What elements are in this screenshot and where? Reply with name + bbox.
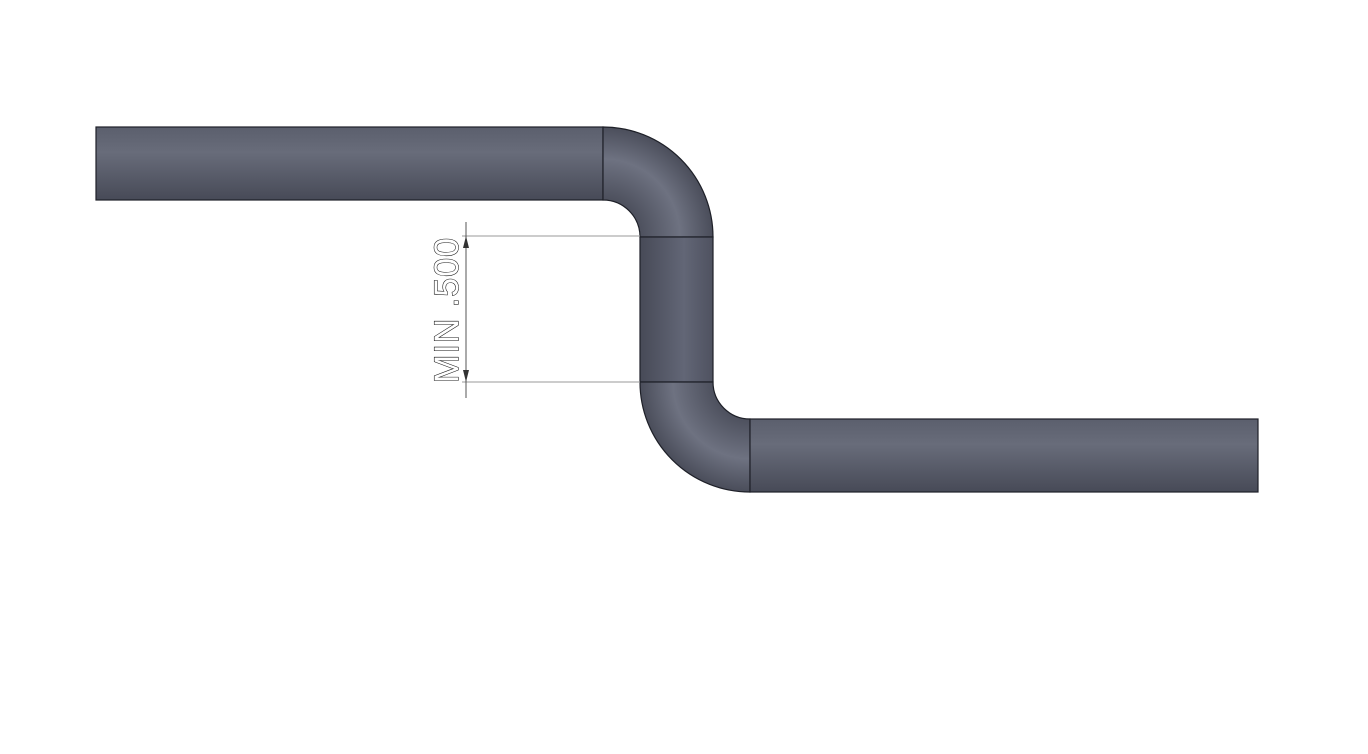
dimension-arrow-bottom bbox=[463, 370, 469, 382]
tube-segment-vertical bbox=[639, 236, 714, 383]
tube-bend-upper bbox=[602, 126, 714, 238]
dimension-label: MIN .500 bbox=[428, 237, 466, 383]
tube-segment-bottom bbox=[749, 418, 1259, 493]
dimension-arrow-top bbox=[463, 236, 469, 248]
tube-segment-top bbox=[95, 126, 604, 201]
tube-bend-lower bbox=[639, 381, 751, 493]
